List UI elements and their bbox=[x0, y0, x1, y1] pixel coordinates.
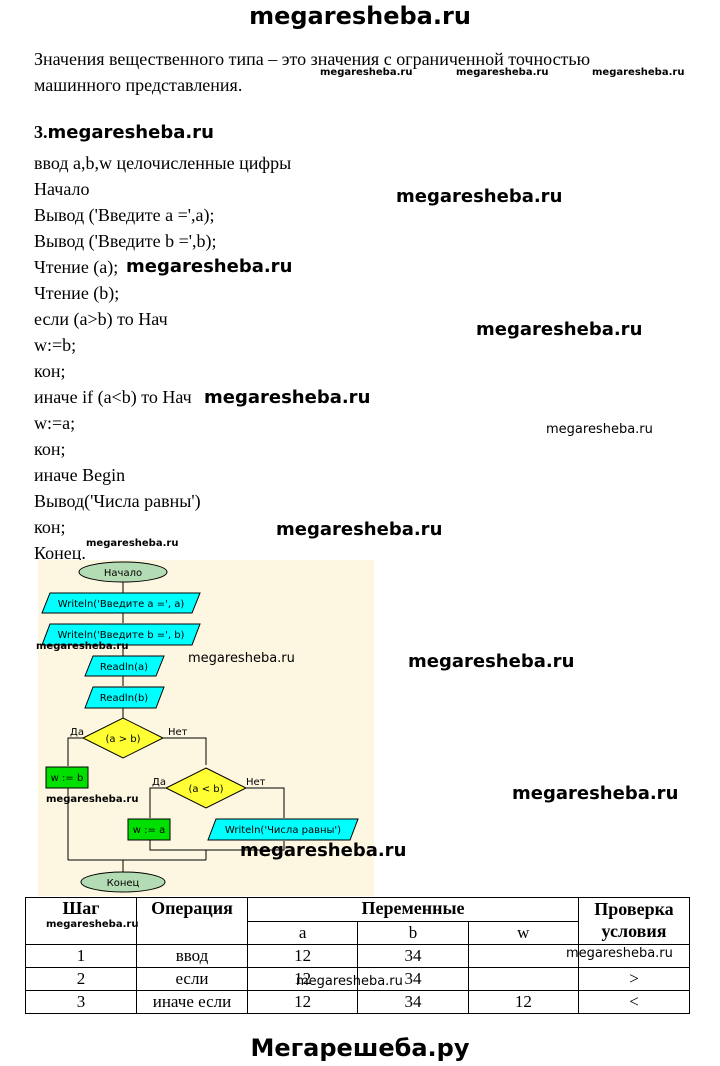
cell-a: 12 bbox=[246, 990, 359, 1014]
start-terminal bbox=[78, 561, 168, 583]
cell-w: 12 bbox=[467, 990, 580, 1014]
code-line: Вывод ('Введите а =',a); bbox=[34, 205, 215, 225]
decision-2-yes: Да bbox=[152, 777, 166, 788]
code-line: Вывод('Числа равны') bbox=[34, 491, 201, 511]
code-line: w:=a; bbox=[34, 413, 76, 433]
code-line: Вывод ('Введите b =',b); bbox=[34, 231, 217, 251]
read-b-block bbox=[84, 686, 165, 709]
header-step: Шаг bbox=[25, 897, 137, 945]
decision-2-no: Нет bbox=[246, 777, 266, 788]
code-line: кон; bbox=[34, 439, 66, 459]
intro-line-1: Значения вещественного типа – это значен… bbox=[34, 49, 591, 69]
cell-b: 34 bbox=[357, 967, 469, 991]
code-line: w:=b; bbox=[34, 335, 77, 355]
code-line: иначе Begin bbox=[34, 465, 126, 485]
output-a-label: Writeln('Введите a =', a) bbox=[58, 599, 185, 610]
watermark: megaresheba.ru bbox=[46, 794, 139, 805]
code-line: Конец. bbox=[34, 543, 86, 563]
header-var-a: a bbox=[246, 921, 359, 945]
output-equal-label: Writeln('Числа равны') bbox=[225, 825, 341, 836]
end-terminal bbox=[80, 871, 166, 893]
task-heading: 3.megaresheba.ru bbox=[34, 122, 214, 143]
watermark: megaresheba.ru bbox=[240, 840, 407, 861]
watermark: megaresheba.ru bbox=[592, 67, 685, 78]
header-var-b: b bbox=[357, 921, 469, 945]
watermark: megaresheba.ru bbox=[86, 538, 179, 549]
decision-1-no: Нет bbox=[168, 727, 188, 738]
decision-1-yes: Да bbox=[70, 727, 84, 738]
header-check: Проверка условия bbox=[578, 897, 690, 945]
code-line: Начало bbox=[34, 179, 90, 199]
cell-b: 34 bbox=[357, 944, 469, 968]
watermark: megaresheba.ru bbox=[456, 67, 549, 78]
end-label: Конец bbox=[107, 878, 140, 889]
cell-step: 2 bbox=[25, 967, 137, 991]
cell-step: 1 bbox=[25, 944, 137, 968]
decision-2-label: (a < b) bbox=[188, 784, 223, 795]
decision-a-lt-b bbox=[164, 767, 248, 809]
watermark: megaresheba.ru bbox=[408, 651, 575, 672]
cell-b: 34 bbox=[357, 990, 469, 1014]
code-line: кон; bbox=[34, 517, 66, 537]
intro-line-2: машинного представления. bbox=[34, 75, 243, 95]
code-line: кон; bbox=[34, 361, 66, 381]
cell-w bbox=[467, 944, 580, 968]
watermark: megaresheba.ru bbox=[126, 256, 293, 277]
code-line: иначе if (a<b) то Нач bbox=[34, 387, 192, 407]
cell-check: > bbox=[578, 967, 690, 991]
header-var-w: w bbox=[467, 921, 580, 945]
output-b-block bbox=[41, 623, 201, 646]
table-row: 1 ввод 12 34 bbox=[25, 944, 690, 968]
task-watermark: megaresheba.ru bbox=[47, 122, 214, 143]
cell-operation: иначе если bbox=[136, 990, 248, 1014]
header-variables: Переменные bbox=[247, 897, 579, 922]
output-a-block bbox=[41, 592, 201, 614]
read-a-label: Readln(a) bbox=[100, 662, 148, 673]
code-line: Чтение (a); bbox=[34, 257, 119, 277]
assign-w-a-block bbox=[127, 818, 171, 841]
cell-w bbox=[467, 967, 580, 991]
header-operation: Операция bbox=[136, 897, 248, 945]
assign-w-b-block bbox=[45, 766, 89, 789]
watermark: megaresheba.ru bbox=[36, 641, 129, 652]
decision-a-gt-b bbox=[81, 717, 165, 759]
cell-check: < bbox=[578, 990, 690, 1014]
output-b-label: Writeln('Введите b =', b) bbox=[58, 630, 185, 641]
trace-table: Шаг Операция Переменные Проверка условия… bbox=[25, 897, 690, 1014]
decision-1-label: (a > b) bbox=[105, 734, 140, 745]
code-line: ввод a,b,w целочисленные цифры bbox=[34, 153, 292, 173]
cell-operation: ввод bbox=[136, 944, 248, 968]
output-equal-block bbox=[207, 818, 359, 841]
cell-operation: если bbox=[136, 967, 248, 991]
table-header-row: Шаг Операция Переменные Проверка условия bbox=[25, 897, 690, 945]
footer-title: Мегарешеба.ру bbox=[250, 1034, 470, 1062]
cell-a: 12 bbox=[246, 944, 359, 968]
read-b-label: Readln(b) bbox=[100, 693, 148, 704]
flowchart-connectors bbox=[67, 582, 285, 872]
watermark: megaresheba.ru bbox=[396, 186, 563, 207]
watermark: megaresheba.ru bbox=[276, 519, 443, 540]
watermark: megaresheba.ru bbox=[296, 974, 403, 989]
watermark: megaresheba.ru bbox=[188, 651, 295, 666]
start-label: Начало bbox=[104, 568, 142, 579]
read-a-block bbox=[84, 655, 165, 677]
watermark: megaresheba.ru bbox=[320, 67, 413, 78]
flowchart: Начало Writeln('Введите a =', a) Writeln… bbox=[38, 560, 374, 896]
watermark: megaresheba.ru bbox=[476, 319, 643, 340]
watermark: megaresheba.ru bbox=[204, 387, 371, 408]
site-title: megaresheba.ru bbox=[249, 2, 471, 30]
watermark: megaresheba.ru bbox=[566, 946, 673, 961]
code-line: если (a>b) то Нач bbox=[34, 309, 168, 329]
watermark: megaresheba.ru bbox=[512, 783, 679, 804]
assign-w-a-label: w := a bbox=[133, 825, 165, 836]
task-number: 3. bbox=[34, 122, 48, 142]
table-row: 3 иначе если 12 34 12 < bbox=[25, 990, 690, 1014]
watermark: megaresheba.ru bbox=[546, 422, 653, 437]
watermark: megaresheba.ru bbox=[46, 919, 139, 930]
assign-w-b-label: w := b bbox=[51, 773, 84, 784]
cell-step: 3 bbox=[25, 990, 137, 1014]
code-line: Чтение (b); bbox=[34, 283, 120, 303]
